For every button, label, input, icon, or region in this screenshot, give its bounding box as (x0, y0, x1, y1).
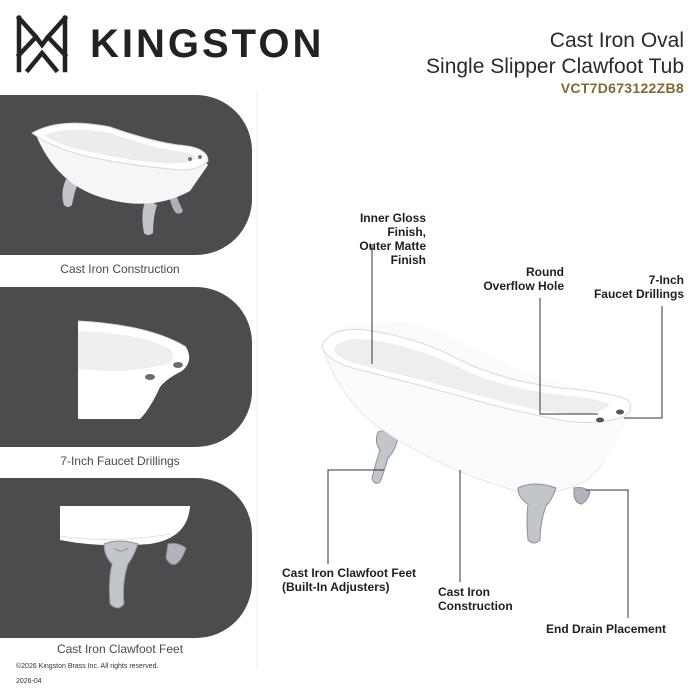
callout-faucet-drillings: 7-Inch Faucet Drillings (586, 273, 684, 301)
caption-faucet-drillings: 7-Inch Faucet Drillings (60, 454, 180, 468)
callout-clawfoot-feet: Cast Iron Clawfoot Feet (Built-In Adjust… (282, 566, 432, 594)
clawfoot-feet-closeup-image (59, 506, 190, 609)
callout-finish-line1: Inner Gloss Finish, (359, 211, 426, 239)
product-title: Cast Iron Oval Single Slipper Clawfoot T… (426, 28, 684, 80)
callout-feet-line2: (Built-In Adjusters) (282, 580, 390, 594)
callout-overflow-line1: Round (526, 265, 564, 279)
callout-overflow-hole: Round Overflow Hole (470, 265, 564, 293)
callout-end-drain: End Drain Placement (546, 622, 667, 636)
callout-construction: Cast Iron Construction (438, 585, 538, 613)
panel-faucet-drillings (0, 287, 252, 447)
callout-overflow-line2: Overflow Hole (483, 279, 564, 293)
product-title-line2: Single Slipper Clawfoot Tub (426, 55, 684, 78)
kingston-logo-mark (16, 15, 68, 73)
callout-construction-line2: Construction (438, 599, 513, 613)
product-title-line1: Cast Iron Oval (549, 29, 684, 52)
panel-clawfoot-feet (0, 478, 252, 638)
caption-cast-iron-construction: Cast Iron Construction (60, 262, 180, 276)
brand-name: KINGSTON (90, 22, 325, 66)
date-code: 2026-04 (16, 678, 42, 685)
callout-construction-line1: Cast Iron (438, 585, 491, 599)
panel-cast-iron-construction (0, 95, 252, 255)
callout-faucet-line1: 7-Inch (648, 273, 684, 287)
callout-finish: Inner Gloss Finish, Outer Matte Finish (322, 211, 426, 267)
tub-thumbnail-image (31, 122, 209, 235)
callout-finish-line2: Outer Matte Finish (359, 239, 426, 267)
caption-clawfoot-feet: Cast Iron Clawfoot Feet (56, 642, 184, 656)
copyright-text: ©2026 Kingston Brass Inc. All rights res… (16, 663, 159, 670)
callout-feet-line1: Cast Iron Clawfoot Feet (282, 566, 417, 580)
faucet-drillings-closeup-image (77, 320, 190, 419)
model-number: VCT7D673122ZB8 (560, 80, 684, 96)
callout-faucet-line2: Faucet Drillings (593, 287, 684, 301)
